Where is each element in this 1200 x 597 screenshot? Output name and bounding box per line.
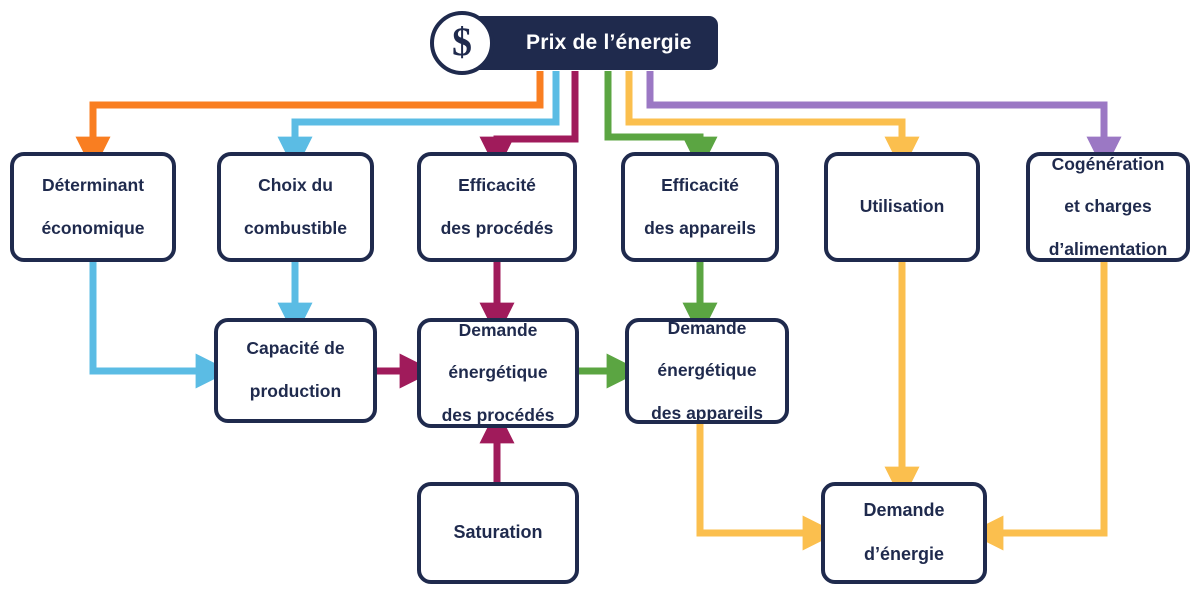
page-title-banner: Prix de l’énergie — [468, 16, 718, 70]
node-label: Utilisation — [859, 196, 945, 217]
node-utilisation[interactable]: Utilisation — [824, 152, 980, 262]
edge-prix-to-utilisation — [625, 71, 920, 172]
dollar-sign-glyph: $ — [452, 19, 472, 64]
edge-cogeneration-to-demande-energie — [968, 262, 1108, 551]
node-saturation[interactable]: Saturation — [417, 482, 579, 584]
node-label: Saturation — [453, 522, 543, 543]
edge-prix-to-eff-procedes — [479, 71, 579, 172]
edge-prix-to-choix — [277, 71, 560, 172]
edge-determinant-to-capacite — [89, 262, 231, 389]
edge-prix-to-eff-appareils — [604, 71, 718, 172]
page-title: Prix de l’énergie — [526, 31, 692, 54]
edge-prix-to-cogeneration — [646, 71, 1122, 172]
edge-demande-appareils-to-demande-energie — [696, 424, 838, 551]
dollar-coin-icon: $ — [430, 11, 494, 75]
edge-prix-to-determinant — [75, 71, 544, 172]
